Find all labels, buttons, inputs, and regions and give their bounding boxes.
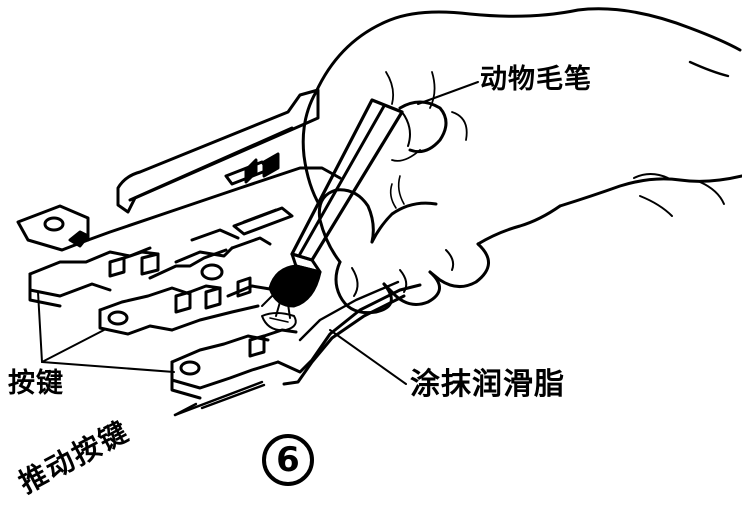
hand bbox=[301, 7, 742, 315]
brush bbox=[261, 98, 404, 319]
step-number-badge: 6 bbox=[262, 434, 314, 486]
key-leader-lines bbox=[37, 291, 175, 373]
grease-spot bbox=[261, 312, 297, 332]
push-arrow bbox=[173, 380, 266, 417]
brush-leader-line bbox=[417, 81, 479, 105]
grease-label: 涂抹润滑脂 bbox=[410, 367, 565, 402]
grease-leader-line bbox=[329, 329, 407, 385]
key-plate bbox=[16, 88, 422, 400]
brush-label: 动物毛笔 bbox=[480, 64, 592, 95]
keys-label: 按键 bbox=[8, 368, 64, 399]
